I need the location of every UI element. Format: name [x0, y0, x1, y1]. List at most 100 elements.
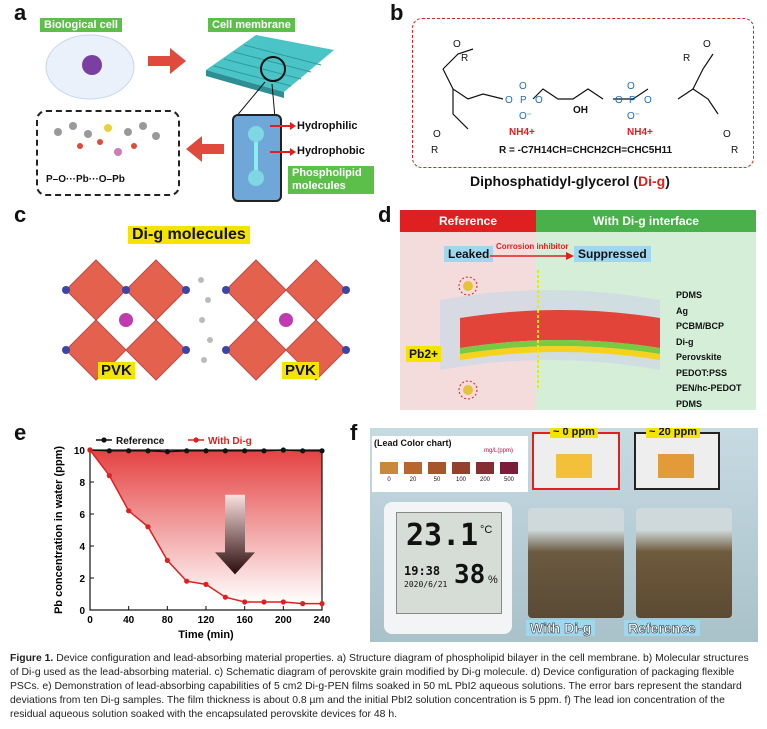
device-diagram: Reference With Di-g interface Leaked Sup… — [400, 210, 756, 410]
series-point-1 — [203, 581, 209, 587]
series-point-1 — [164, 557, 170, 563]
with-dig-header: With Di-g interface — [536, 210, 756, 232]
bond-text: P–O···Pb···O–Pb — [46, 174, 125, 185]
series-point-1 — [300, 601, 306, 607]
panel-label-f: f — [350, 420, 358, 445]
y-tick-label: 0 — [79, 606, 85, 617]
phospholipid-label: Phospholipid molecules — [288, 166, 374, 194]
hydrophobic-label: Hydrophobic — [297, 145, 365, 157]
svg-text:O: O — [519, 81, 527, 92]
series-point-1 — [242, 599, 248, 605]
svg-text:P: P — [520, 95, 527, 106]
beaker-dig — [528, 508, 624, 618]
x-tick-label: 160 — [236, 615, 253, 626]
y-axis-label: Pb concentration in water (ppm) — [53, 446, 65, 614]
series-point-0 — [280, 447, 286, 453]
x-axis-label: Time (min) — [178, 629, 234, 641]
series-point-0 — [106, 448, 112, 454]
r-definition: R = -C7H14CH=CHCH2CH=CHC5H11 — [499, 145, 673, 156]
pvk-left-label: PVK — [98, 362, 135, 379]
pb-ion-bottom-icon — [458, 380, 478, 400]
lead-color-title: (Lead Color chart) — [374, 438, 452, 448]
series-point-1 — [184, 578, 190, 584]
figure-number: Figure 1. — [10, 653, 54, 664]
series-point-1 — [280, 599, 286, 605]
series-point-1 — [319, 601, 325, 607]
y-tick-label: 4 — [79, 542, 85, 553]
zoom-lines — [234, 81, 276, 119]
layer-list: PDMS Ag PCBM/BCP Di-g Perovskite PEDOT:P… — [676, 288, 742, 412]
red-arrow-left-icon — [186, 136, 224, 162]
svg-text:R: R — [431, 145, 438, 156]
swatch-5 — [500, 462, 518, 474]
layer-pdms-top: PDMS — [676, 290, 703, 300]
ppm0-label: ~ 0 ppm — [550, 428, 598, 438]
zoom-circle-icon — [260, 56, 286, 82]
series-point-0 — [242, 448, 248, 454]
zero-ppm-strip — [532, 432, 620, 490]
svg-text:O: O — [505, 95, 513, 106]
swatch-label-3: 100 — [455, 477, 466, 483]
svg-text:R: R — [731, 145, 738, 156]
swatch-label-1: 20 — [409, 477, 417, 483]
panel-label-b: b — [390, 0, 404, 25]
reference-photo-label: Reference — [624, 620, 700, 636]
series-point-1 — [106, 473, 112, 479]
down-arrow-icon — [215, 494, 255, 575]
thermo-hygrometer: 23.1 °C 19:38 2020/6/21 38 % — [384, 502, 512, 634]
cell-membrane-label: Cell membrane — [208, 18, 295, 32]
annotation-arrows — [270, 122, 296, 156]
swatch-label-4: 200 — [479, 477, 490, 483]
beaker-reference — [636, 508, 732, 618]
layer-ag: Ag — [676, 305, 688, 316]
swatch-3 — [452, 462, 470, 474]
corrosion-label: Corrosion inhibitor — [496, 242, 569, 251]
humidity-unit: % — [488, 574, 498, 586]
series-point-0 — [164, 449, 170, 455]
shaded-area — [90, 450, 322, 604]
pvk-right-label: PVK — [282, 362, 319, 379]
date-readout: 2020/6/21 — [404, 580, 448, 589]
twenty-ppm-strip — [634, 432, 720, 490]
series-point-1 — [261, 599, 267, 605]
nh4-left: NH4+ — [509, 127, 535, 138]
svg-text:O: O — [433, 129, 441, 140]
series-point-0 — [261, 448, 267, 454]
leaked-label: Leaked — [444, 246, 494, 262]
series-point-0 — [300, 448, 306, 454]
svg-text:O⁻: O⁻ — [519, 111, 532, 122]
swatch-label-0: 0 — [387, 477, 391, 483]
temperature-unit: °C — [480, 524, 493, 536]
di-g-molecules-label: Di-g molecules — [128, 226, 250, 244]
series-point-0 — [222, 448, 228, 454]
layer-pdms-bottom: PDMS — [676, 398, 703, 409]
series-point-1 — [126, 508, 132, 514]
legend-marker-0 — [101, 437, 107, 443]
pb-ion-label: Pb2+ — [406, 346, 442, 362]
y-tick-label: 2 — [79, 574, 85, 585]
y-tick-label: 10 — [74, 446, 86, 457]
red-arrow-right-icon — [148, 48, 186, 74]
oh-label: OH — [573, 105, 588, 116]
series-point-0 — [319, 448, 325, 454]
svg-text:O: O — [723, 129, 731, 140]
figure-caption: Figure 1. Device configuration and lead-… — [10, 652, 760, 722]
svg-text:O: O — [627, 81, 635, 92]
x-tick-label: 0 — [87, 615, 93, 626]
swatch-0 — [380, 462, 398, 474]
x-tick-label: 80 — [162, 615, 174, 626]
series-point-1 — [222, 594, 228, 600]
svg-text:O: O — [535, 95, 543, 106]
panel-label-a: a — [14, 0, 27, 25]
membrane-bilayer-image — [206, 35, 334, 98]
svg-text:R: R — [683, 53, 690, 64]
bio-cell-label: Biological cell — [40, 18, 122, 32]
temperature-readout: 23.1 — [406, 518, 479, 553]
swatch-2 — [428, 462, 446, 474]
pb-ion-top-icon — [458, 276, 478, 296]
swatch-label-5: 500 — [503, 477, 514, 483]
svg-text:O⁻: O⁻ — [627, 111, 640, 122]
suppressed-label: Suppressed — [574, 246, 651, 262]
